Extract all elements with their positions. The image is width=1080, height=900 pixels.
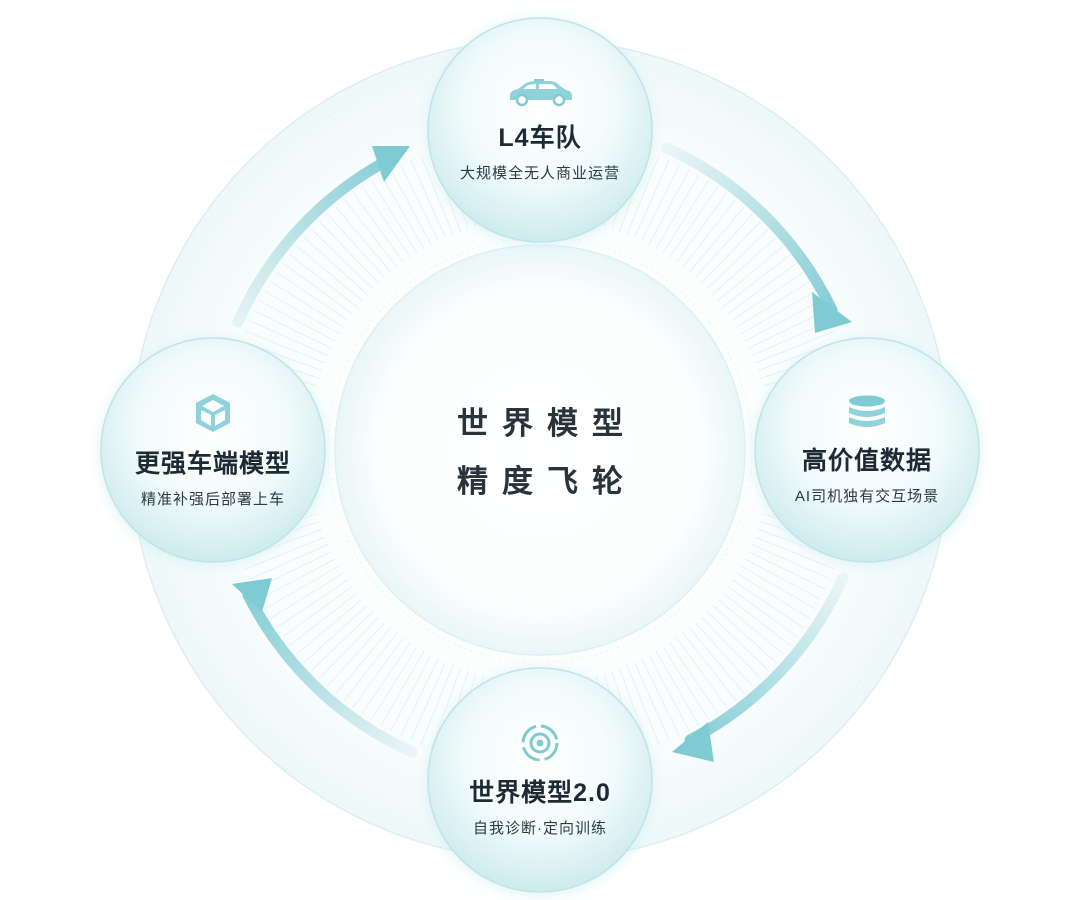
database-icon [849,395,885,427]
node-subtitle: 大规模全无人商业运营 [459,164,620,182]
flow-arrow-bottom-left [232,578,418,758]
inner-dotted-ring [327,237,753,663]
node-subtitle: AI司机独有交互场景 [794,487,940,505]
node-title: L4车队 [498,123,582,152]
node-l4-fleet: L4车队 大规模全无人商业运营 [428,18,652,242]
arrowhead-icon [232,578,272,612]
node-world-model-2: 世界模型2.0 自我诊断·定向训练 [428,668,652,892]
node-title: 更强车端模型 [134,449,291,478]
flow-arrow-top-right [661,142,852,333]
node-title: 世界模型2.0 [469,778,611,807]
node-circles [99,17,981,896]
center-title-line-2: 精度飞轮 [457,464,637,499]
node-subtitle: 自我诊断·定向训练 [473,819,607,837]
node-stronger-onboard-model: 更强车端模型 精准补强后部署上车 [101,338,325,562]
center-title: 世界模型 精度飞轮 [390,395,690,511]
center-title-line-1: 世界模型 [457,406,637,441]
node-title: 高价值数据 [801,446,932,475]
cube-icon [196,393,230,432]
car-icon [510,78,572,106]
node-subtitle: 精准补强后部署上车 [140,490,285,508]
node-high-value-data: 高价值数据 AI司机独有交互场景 [755,338,979,562]
arrowhead-icon [372,146,410,182]
flow-arrow-left-top [232,146,410,328]
arrowhead-icon [812,292,852,333]
flow-arrow-right-bottom [672,572,849,762]
arrowhead-icon [672,722,714,762]
target-icon [521,724,559,761]
